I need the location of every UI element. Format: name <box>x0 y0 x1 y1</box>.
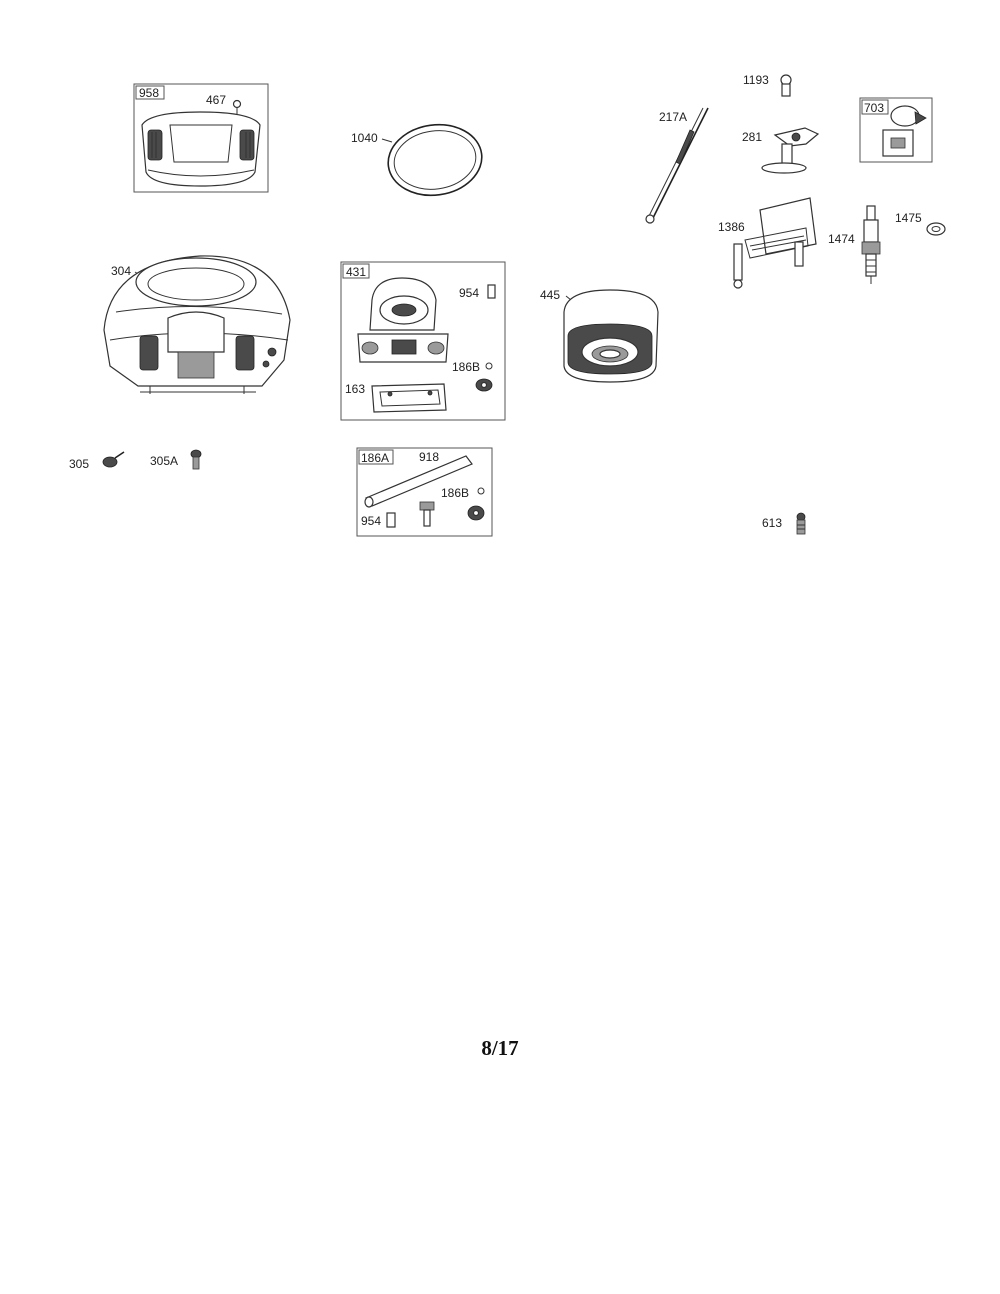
part-163-gasket <box>371 383 447 413</box>
part-305-screw: 305 <box>69 451 125 471</box>
part-431-tag <box>342 263 370 279</box>
part-918-rod <box>364 455 473 508</box>
part-186a-label: 186A <box>361 451 389 465</box>
part-186a-tag <box>358 449 394 465</box>
part-186b-nut-a <box>475 362 493 392</box>
part-431-group: 431 954 186B 163 <box>340 261 506 421</box>
part-281-label: 281 <box>742 130 762 144</box>
part-305a-screw: 305A <box>150 449 202 470</box>
part-1193-fitting: 1193 <box>743 73 792 97</box>
part-281-bracket: 281 <box>742 127 820 174</box>
part-1040-gasket: 1040 <box>351 123 483 197</box>
part-703-tag <box>861 99 889 115</box>
rod-kit-bolt <box>419 501 435 527</box>
part-445-label: 445 <box>540 288 560 302</box>
part-1474-label: 1474 <box>828 232 855 246</box>
part-1475-washer: 1475 <box>895 211 946 236</box>
part-431-label: 431 <box>346 265 366 279</box>
part-163-label: 163 <box>345 382 365 396</box>
page-number: 8/17 <box>481 1036 519 1060</box>
part-445-filter: 445 <box>540 288 659 383</box>
part-954-seal-a <box>487 284 496 299</box>
part-1386-label: 1386 <box>718 220 745 234</box>
part-613-label: 613 <box>762 516 782 530</box>
part-217a-label: 217A <box>659 110 687 124</box>
part-1193-label: 1193 <box>743 73 769 87</box>
part-958-tag <box>135 85 165 100</box>
part-1040-label: 1040 <box>351 131 378 145</box>
part-186b-label-a: 186B <box>452 360 480 374</box>
part-431-frame <box>340 261 506 421</box>
part-613-fastener: 613 <box>762 512 806 535</box>
part-305-label: 305 <box>69 457 89 471</box>
part-467-screw <box>232 99 242 115</box>
part-958-frame <box>133 83 269 193</box>
part-186b-nut-b <box>467 487 485 521</box>
part-954-seal-b <box>386 512 396 528</box>
part-217a-dipstick: 217A <box>645 107 709 224</box>
part-954-label-b: 954 <box>361 514 381 528</box>
part-1386-shield: 1386 <box>718 197 817 289</box>
part-703-frame <box>859 97 933 163</box>
part-186b-label-b: 186B <box>441 486 469 500</box>
part-431-base <box>357 277 449 363</box>
part-918-label: 918 <box>419 450 439 464</box>
part-186a-frame <box>356 447 493 537</box>
part-954-label-a: 954 <box>459 286 479 300</box>
part-467-label: 467 <box>206 93 226 107</box>
part-958-group: 958 467 <box>133 83 269 193</box>
part-958-label: 958 <box>139 86 159 100</box>
part-304-label: 304 <box>111 264 131 278</box>
part-703-group: 703 <box>859 97 933 163</box>
part-958-cover <box>141 111 261 187</box>
part-1474-spark-plug: 1474 <box>828 205 881 284</box>
part-1475-label: 1475 <box>895 211 922 225</box>
part-703-label: 703 <box>864 101 884 115</box>
part-305a-label: 305A <box>150 454 178 468</box>
part-304-housing: 304 <box>103 255 291 394</box>
part-186a-group: 186A 918 186B 954 <box>356 447 493 537</box>
